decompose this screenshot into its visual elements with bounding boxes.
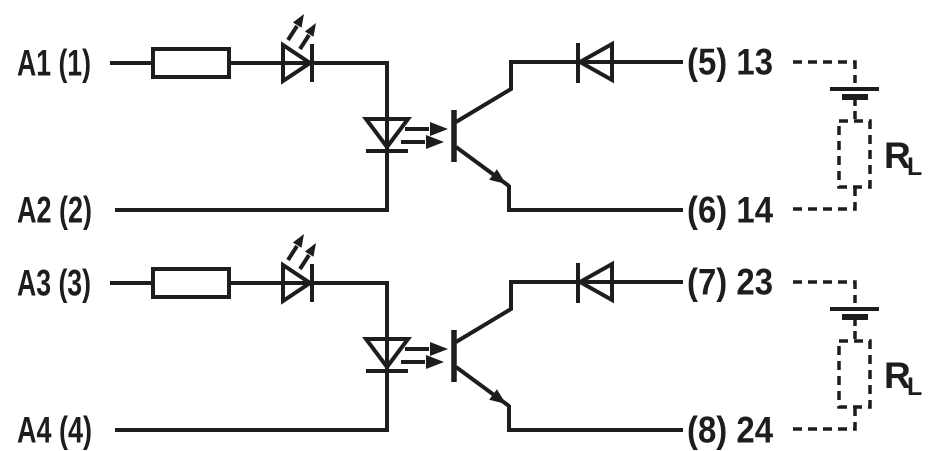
terminal-label-7-23: (7) 23: [687, 262, 773, 303]
load-resistor-label-subscript: L: [907, 153, 922, 181]
terminal-label-8-24: (8) 24: [687, 410, 773, 451]
load-resistor-label-subscript: L: [907, 373, 922, 401]
load-resistor-label: R: [884, 135, 911, 176]
terminal-label-6-14: (6) 14: [687, 190, 773, 231]
terminal-label-a3: A3 (3): [17, 263, 91, 304]
load-resistor-label: R: [884, 355, 911, 396]
terminal-label-a1: A1 (1): [17, 43, 91, 84]
terminal-label-5-13: (5) 13: [687, 42, 773, 83]
terminal-label-a4: A4 (4): [17, 410, 92, 451]
terminal-label-a2: A2 (2): [17, 190, 92, 231]
labels: A1 (1) A2 (2) (5) 13 (6) 14 R L A3 (3) A…: [17, 42, 922, 451]
